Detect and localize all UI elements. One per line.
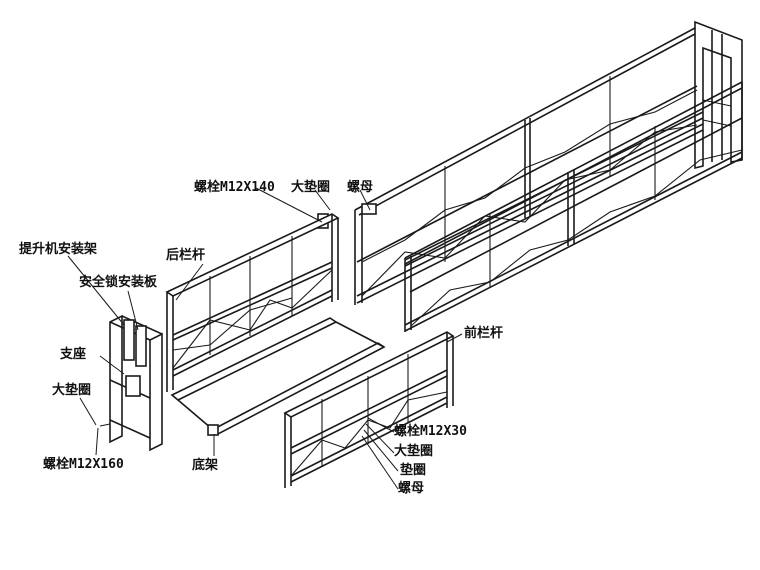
label-bolt-m12x30: 螺栓M12X30 [394,424,467,439]
label-nut-right: 螺母 [398,481,425,496]
front-rail-part [283,331,455,488]
label-bottom-frame: 底架 [192,458,219,473]
assembled-platform [317,20,743,332]
label-washer: 垫圈 [400,463,427,478]
label-rear-rail: 后栏杆 [166,248,206,263]
label-safety-lock-plate: 安全锁安装板 [79,275,158,290]
label-nut-top: 螺母 [347,180,374,195]
stirrup-part [99,314,163,452]
label-bolt-m12x160: 螺栓M12X160 [43,457,124,472]
rear-rail-part [165,213,340,392]
leader-lines [67,187,463,490]
bottom-frame-part [170,317,386,436]
label-front-rail: 前栏杆 [464,326,504,341]
label-hoist-mount: 提升机安装架 [19,242,98,257]
label-big-washer-left: 大垫圈 [52,383,92,398]
label-support-base: 支座 [60,347,87,362]
label-bolt-m12x140: 螺栓M12X140 [194,180,275,195]
label-big-washer-right: 大垫圈 [394,444,434,459]
label-big-washer-top: 大垫圈 [291,180,331,195]
